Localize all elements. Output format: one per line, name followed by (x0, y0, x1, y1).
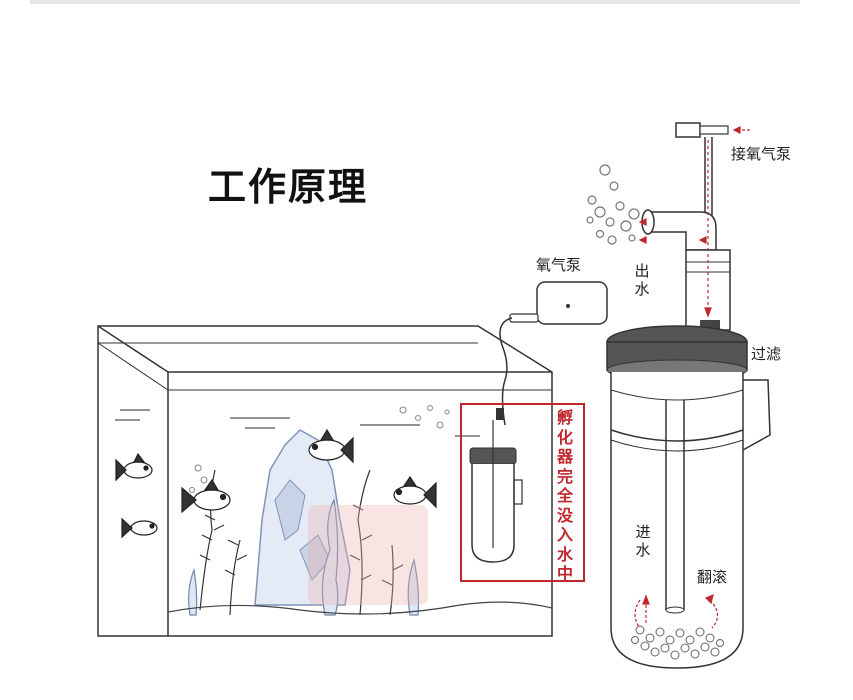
label-air-pump: 氧气泵 (536, 256, 582, 274)
page-title: 工作原理 (208, 165, 369, 209)
note-frame (460, 403, 585, 582)
top-divider (30, 0, 800, 4)
water-ripples (115, 409, 480, 437)
fish-2 (121, 517, 158, 539)
fish-3 (181, 478, 231, 514)
fish-4 (308, 428, 354, 464)
fish-5 (393, 475, 437, 509)
label-filter: 过滤 (751, 345, 782, 363)
outlet-bubbles (586, 164, 640, 245)
submerge-note: 孵化器完全没入水中 (556, 408, 573, 583)
seaweed (188, 498, 420, 616)
fish-1 (115, 452, 153, 482)
air-tube (499, 317, 513, 426)
label-connect-pump: 接氧气泵 (731, 145, 792, 163)
air-pump-small (509, 281, 608, 325)
label-water-out: 出水 (634, 262, 650, 298)
tank-bubbles (189, 405, 450, 493)
label-water-in: 进水 (635, 523, 651, 559)
flow-arrows (634, 126, 750, 629)
label-tumble: 翻滚 (697, 568, 728, 586)
sand-line (167, 601, 553, 615)
hatcher-small (469, 408, 523, 563)
hatcher-eggs (631, 625, 724, 660)
fish-tank (97, 325, 553, 637)
fish-group (115, 428, 437, 539)
hatcher-large (606, 122, 771, 669)
